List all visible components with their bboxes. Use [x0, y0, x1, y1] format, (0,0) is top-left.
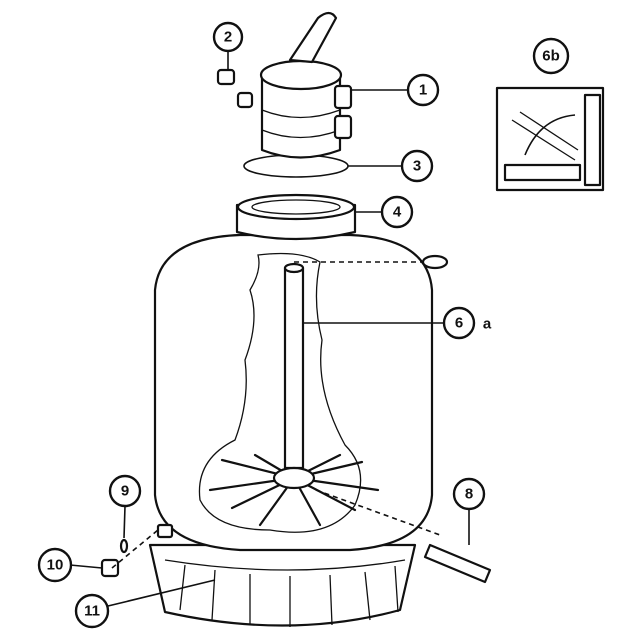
svg-text:2: 2	[224, 29, 232, 46]
leader-lines	[69, 50, 470, 607]
svg-text:6: 6	[455, 315, 463, 332]
callout-1: 1	[406, 73, 440, 107]
svg-text:9: 9	[121, 483, 129, 500]
svg-text:4: 4	[393, 204, 402, 221]
callout-11: 11	[74, 593, 110, 629]
multiport-valve-1	[236, 11, 353, 159]
callout-8: 8	[452, 477, 486, 511]
svg-text:3: 3	[413, 158, 421, 175]
callout-2: 2	[212, 21, 244, 53]
svg-text:11: 11	[84, 603, 100, 620]
air-relief-cap	[294, 254, 449, 270]
pressure-gauge-2	[216, 68, 236, 86]
callout-6-suffix: a	[483, 316, 492, 333]
svg-text:6b: 6b	[542, 48, 560, 65]
callout-3: 3	[400, 149, 434, 183]
laterals	[208, 453, 380, 527]
svg-text:10: 10	[47, 557, 64, 574]
svg-text:1: 1	[419, 82, 427, 99]
callout-6a: 6	[442, 306, 476, 340]
callout-9: 9	[108, 474, 142, 508]
callout-10: 10	[37, 547, 73, 583]
drain-assembly	[100, 489, 441, 578]
filter-base	[148, 543, 417, 627]
flange-clamp-4	[235, 193, 357, 241]
standpipe-6a	[283, 262, 305, 470]
svg-text:8: 8	[465, 486, 473, 503]
inset-6b	[495, 86, 605, 192]
callout-4: 4	[380, 195, 414, 229]
lateral-8	[423, 543, 492, 584]
callout-6b: 6b	[532, 37, 570, 75]
